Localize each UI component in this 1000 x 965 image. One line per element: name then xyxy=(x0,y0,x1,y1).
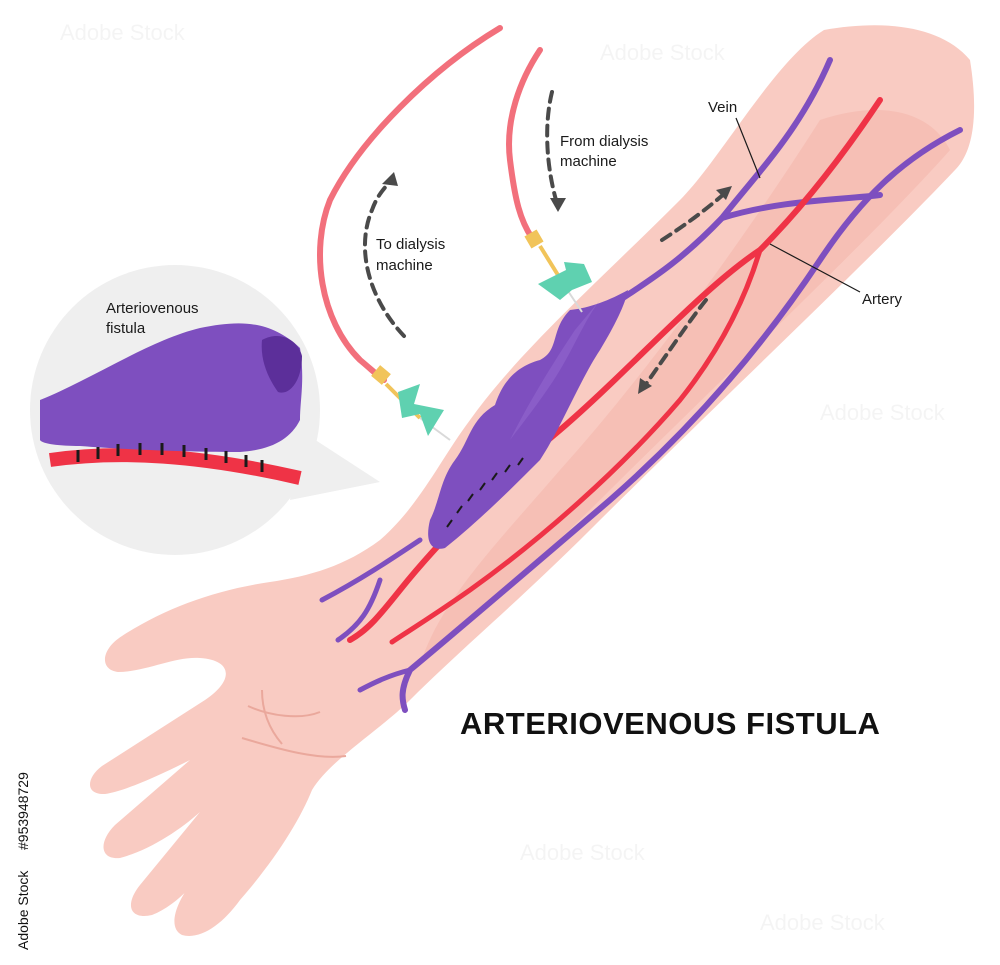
stock-side-label: Adobe Stock #953948729 xyxy=(15,772,31,950)
stock-brand: Adobe Stock xyxy=(15,870,31,950)
dialysis-tubing xyxy=(317,25,592,441)
venous-tube xyxy=(506,47,543,241)
label-inset-1: Arteriovenous xyxy=(106,300,199,317)
flow-arrowheads xyxy=(382,172,732,394)
inset-sutures xyxy=(76,443,264,472)
flow-arrow xyxy=(363,178,406,338)
watermark-tile: Adobe Stock xyxy=(760,910,886,935)
palm-crease xyxy=(247,705,321,718)
watermark-tile: Adobe Stock xyxy=(820,400,946,425)
page-title: ARTERIOVENOUS FISTULA xyxy=(460,706,880,741)
magnifier-inset xyxy=(30,265,380,555)
label-to-machine-1: To dialysis xyxy=(376,236,445,253)
label-from-machine-2: machine xyxy=(560,153,617,170)
label-from-machine-1: From dialysis xyxy=(560,133,648,150)
watermark-tile: Adobe Stock xyxy=(600,40,726,65)
label-to-machine-2: machine xyxy=(376,257,433,274)
vein-vessel xyxy=(319,537,423,603)
palm-crease xyxy=(241,737,347,758)
needle-wing xyxy=(398,384,444,436)
suture-line xyxy=(446,457,524,528)
labels: Vein Artery To dialysis machine From dia… xyxy=(106,99,903,741)
needle-to-machine xyxy=(371,365,451,441)
watermark-tile: Adobe Stock xyxy=(60,20,186,45)
label-vein: Vein xyxy=(708,99,737,116)
vein-vessel xyxy=(335,577,383,643)
vein-vessel xyxy=(357,667,413,693)
flow-arrows xyxy=(363,90,726,386)
watermark-tile: Adobe Stock xyxy=(520,840,646,865)
label-inset-2: fistula xyxy=(106,320,146,337)
fistula-enlarged-vein xyxy=(428,290,628,549)
artery-vessel xyxy=(347,97,883,643)
inset-fistula xyxy=(40,323,303,452)
needle-from-machine xyxy=(524,229,592,313)
stock-id: #953948729 xyxy=(15,772,31,850)
flow-arrow xyxy=(660,192,726,242)
arterial-tube xyxy=(317,25,503,383)
fistula-highlight xyxy=(510,300,600,440)
watermark-tiles: Adobe Stock Adobe Stock Adobe Stock Adob… xyxy=(60,20,946,935)
inset-fistula-shade xyxy=(261,335,302,393)
arteries xyxy=(347,97,883,645)
flow-arrow xyxy=(545,90,558,202)
artery-vessel xyxy=(389,247,763,645)
needle-wing xyxy=(538,262,592,300)
leader-lines xyxy=(735,117,861,293)
flow-arrow xyxy=(644,298,708,386)
palm-crease xyxy=(261,689,283,745)
label-artery: Artery xyxy=(862,291,903,308)
